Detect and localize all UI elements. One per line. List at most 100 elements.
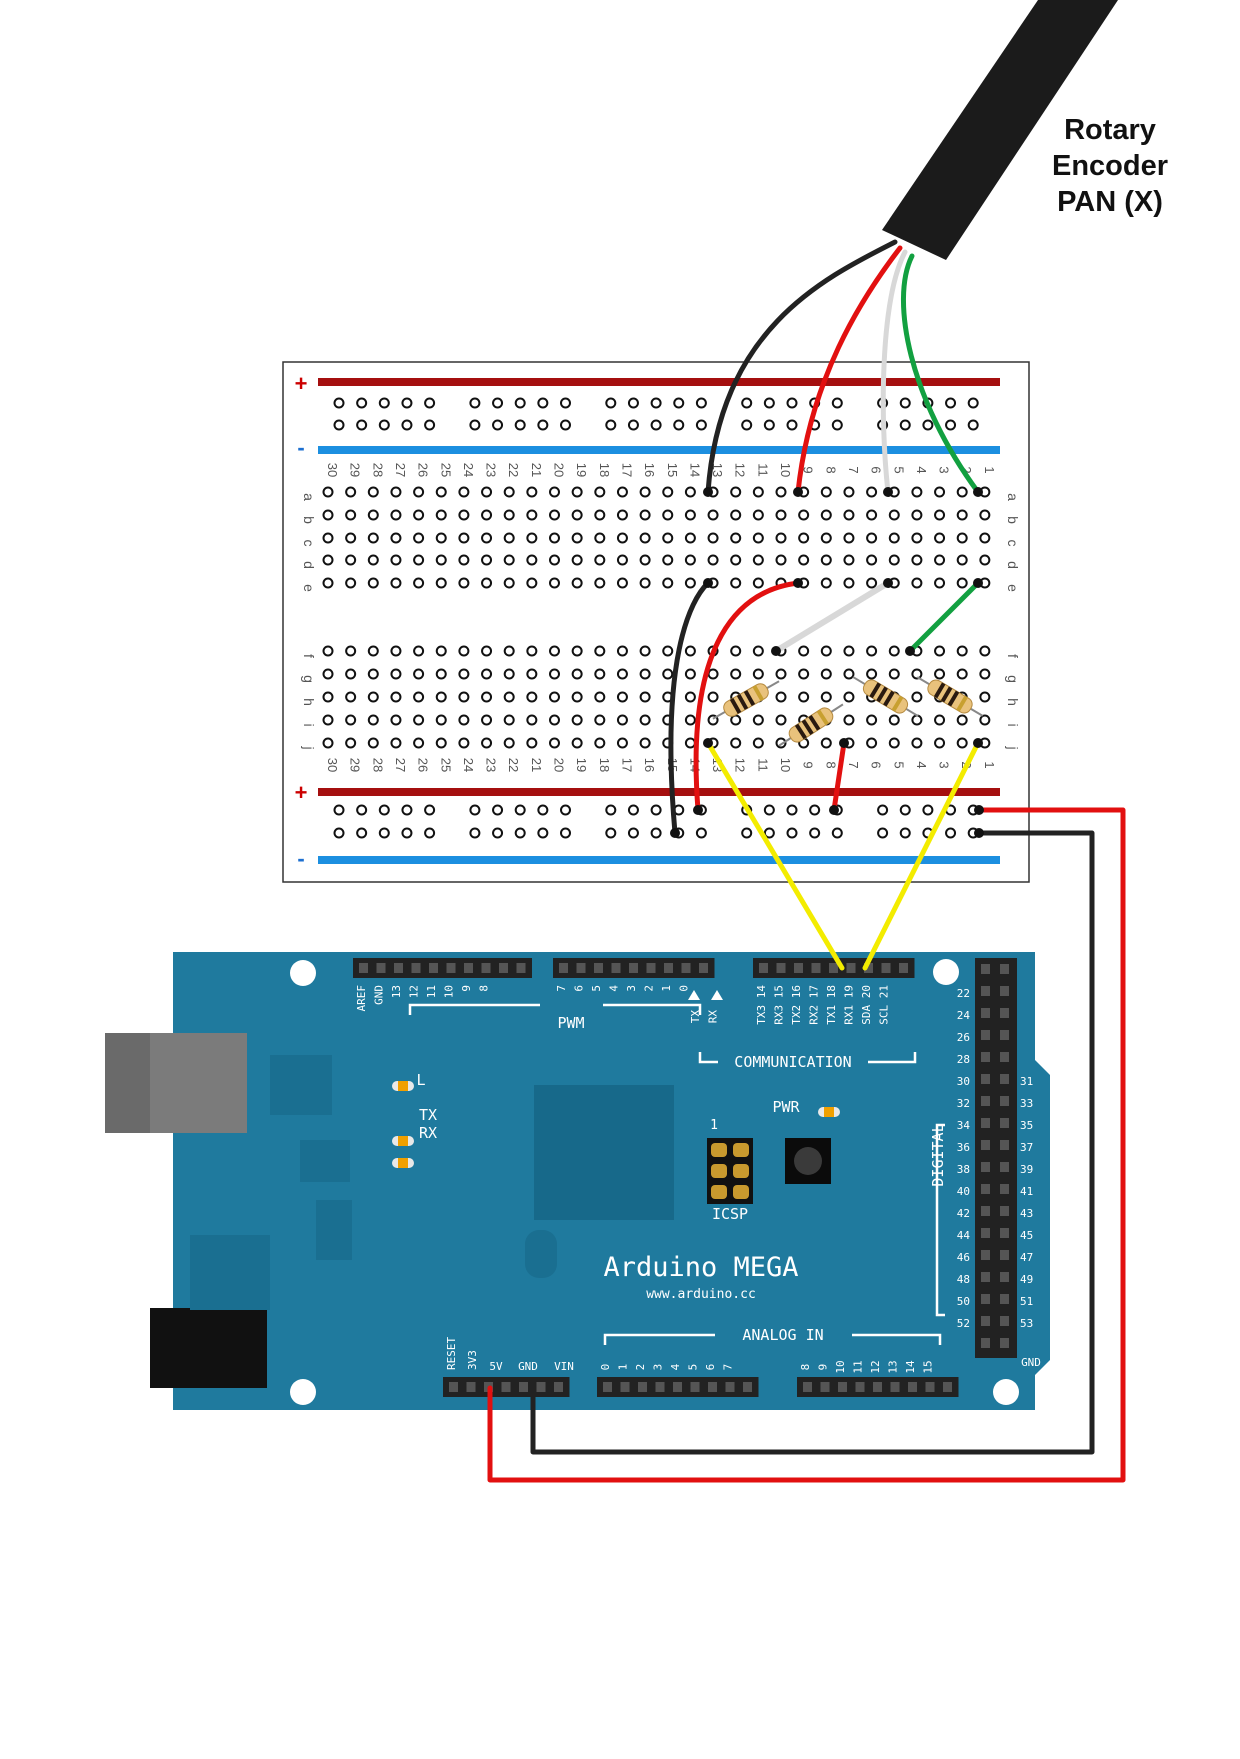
wire-endpoint — [974, 805, 984, 815]
breadboard-hole — [390, 554, 402, 566]
breadboard-hole — [616, 668, 628, 680]
breadboard-hole — [322, 509, 334, 521]
rail-hole — [469, 827, 481, 839]
icsp-label: ICSP — [712, 1205, 748, 1223]
header-pin — [499, 963, 508, 973]
breadboard-hole — [888, 554, 900, 566]
row-letter: g — [1005, 675, 1021, 683]
rail-hole — [492, 804, 504, 816]
breadboard-hole — [458, 645, 470, 657]
breadboard-hole — [458, 714, 470, 726]
row-letter: j — [301, 745, 317, 749]
rail-hole — [786, 827, 798, 839]
header-pin — [464, 963, 473, 973]
header-pin — [890, 1382, 900, 1392]
column-number: 7 — [846, 466, 861, 473]
breadboard-hole — [707, 554, 719, 566]
breadboard-hole — [322, 577, 334, 589]
breadboard-hole — [481, 668, 493, 680]
breadboard-hole — [345, 714, 357, 726]
breadboard-hole — [707, 668, 719, 680]
power-wire-5v — [487, 807, 1126, 1483]
rail-hole — [786, 804, 798, 816]
breadboard-hole — [481, 554, 493, 566]
breadboard-hole — [798, 554, 810, 566]
breadboard-hole — [888, 532, 900, 544]
breadboard-hole — [458, 509, 470, 521]
breadboard-hole — [458, 532, 470, 544]
pin-label: 7 — [555, 985, 568, 992]
breadboard-hole — [684, 554, 696, 566]
digital-pin-label: 41 — [1020, 1185, 1033, 1198]
header-pin — [981, 1074, 990, 1084]
breadboard-hole — [413, 737, 425, 749]
column-number: 8 — [823, 761, 838, 768]
column-number: 1 — [982, 466, 997, 473]
silkscreen-line — [603, 1003, 702, 1015]
column-number: 14 — [687, 463, 702, 477]
row-letter: h — [1005, 698, 1021, 706]
breadboard-hole — [481, 737, 493, 749]
rail-bottom-minus — [318, 856, 1000, 864]
rail-hole — [877, 827, 889, 839]
resistor — [778, 703, 844, 747]
column-number: 10 — [778, 463, 793, 477]
pin-label: TX1 18 — [825, 985, 838, 1025]
rail-hole — [695, 827, 707, 839]
header-pin — [981, 986, 990, 996]
row-letter: b — [1005, 516, 1021, 524]
breadboard-hole — [820, 532, 832, 544]
breadboard-hole — [866, 737, 878, 749]
wire-endpoint — [693, 805, 703, 815]
row-letter: d — [1005, 561, 1021, 569]
breadboard-hole — [979, 532, 991, 544]
tx-arrow-icon — [688, 990, 700, 1000]
header-pin — [594, 963, 603, 973]
wire-endpoint — [905, 646, 915, 656]
silkscreen-line — [408, 1003, 540, 1015]
column-number: 8 — [823, 466, 838, 473]
rail-hole — [831, 397, 843, 409]
rail-hole — [469, 419, 481, 431]
header-pin — [1000, 1316, 1009, 1326]
breadboard-hole — [367, 691, 379, 703]
breadboard-hole — [684, 486, 696, 498]
header-pin — [981, 1162, 990, 1172]
breadboard-hole — [571, 714, 583, 726]
header-pin — [794, 963, 803, 973]
breadboard-hole — [503, 691, 515, 703]
header-pin — [908, 1382, 917, 1392]
header-pin — [981, 1294, 990, 1304]
breadboard-hole — [503, 714, 515, 726]
breadboard-hole — [345, 645, 357, 657]
pin-label: RX3 15 — [773, 985, 786, 1025]
mount-hole — [993, 1379, 1019, 1405]
pin-label: 8 — [478, 985, 491, 992]
breadboard-hole — [775, 668, 787, 680]
tx-label: TX — [419, 1106, 437, 1124]
breadboard-hole — [662, 577, 674, 589]
header-pin — [981, 1228, 990, 1238]
column-number: 7 — [846, 761, 861, 768]
header-pin — [1000, 1030, 1009, 1040]
breadboard-hole — [730, 737, 742, 749]
pin-label: TX3 14 — [755, 985, 768, 1025]
header-pin — [576, 963, 586, 973]
header-pin — [394, 963, 403, 973]
rail-hole — [378, 397, 390, 409]
breadboard-hole — [752, 486, 764, 498]
breadboard-hole — [752, 532, 764, 544]
breadboard-hole — [888, 645, 900, 657]
column-number: 18 — [597, 758, 612, 772]
wires — [487, 239, 1126, 1483]
breadboard-hole — [435, 645, 447, 657]
breadboard-hole — [435, 554, 447, 566]
breadboard-hole — [752, 714, 764, 726]
digital-pin-label: 33 — [1020, 1097, 1033, 1110]
header-pin — [1000, 1008, 1009, 1018]
breadboard-hole — [662, 532, 674, 544]
breadboard-hole — [662, 486, 674, 498]
breadboard-hole — [866, 554, 878, 566]
breadboard-hole — [367, 737, 379, 749]
